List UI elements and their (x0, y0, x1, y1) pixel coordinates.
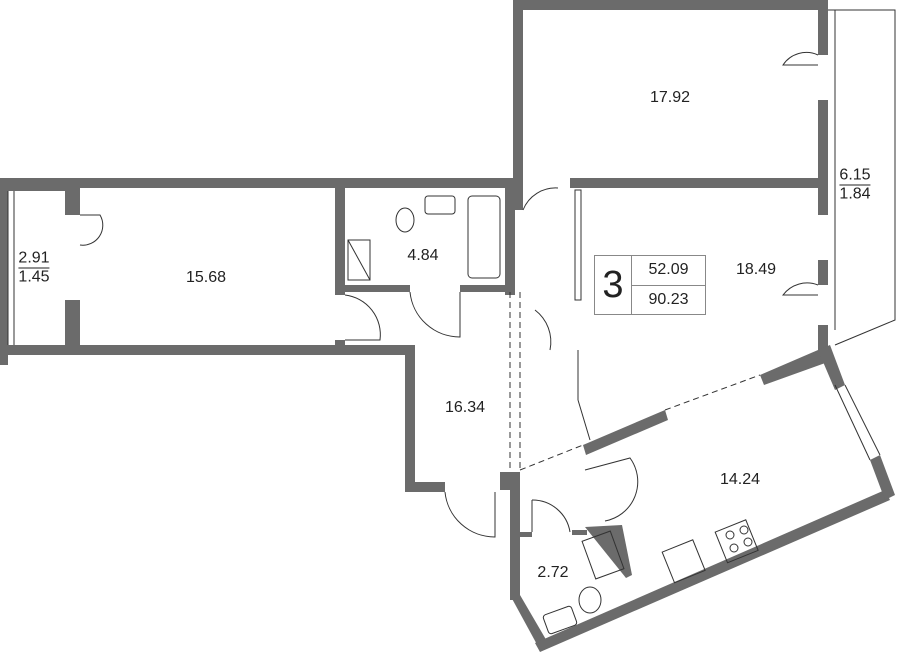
room-area-label: 17.92 (649, 89, 691, 106)
room-area-label: 18.49 (735, 261, 777, 278)
room-area-label: 16.34 (444, 399, 486, 416)
room-area-label: 15.68 (185, 269, 227, 286)
balcony-reduced-area: 1.84 (839, 185, 871, 203)
room-count: 3 (595, 256, 632, 314)
room-area-label: 14.24 (719, 471, 761, 488)
total-area: 90.23 (648, 290, 689, 308)
fixtures-and-lines (7, 9, 896, 635)
apartment-summary: 3 52.09 90.23 (594, 255, 706, 315)
balcony-left-area: 2.91 1.45 (18, 249, 50, 287)
balcony-area: 6.15 (839, 166, 871, 186)
room-area-label: 4.84 (407, 247, 439, 264)
room-area-label: 2.72 (537, 564, 569, 581)
balcony-right-area: 6.15 1.84 (839, 166, 871, 204)
balcony-reduced-area: 1.45 (18, 268, 50, 286)
living-area: 52.09 (632, 256, 705, 286)
balcony-area: 2.91 (18, 249, 50, 269)
